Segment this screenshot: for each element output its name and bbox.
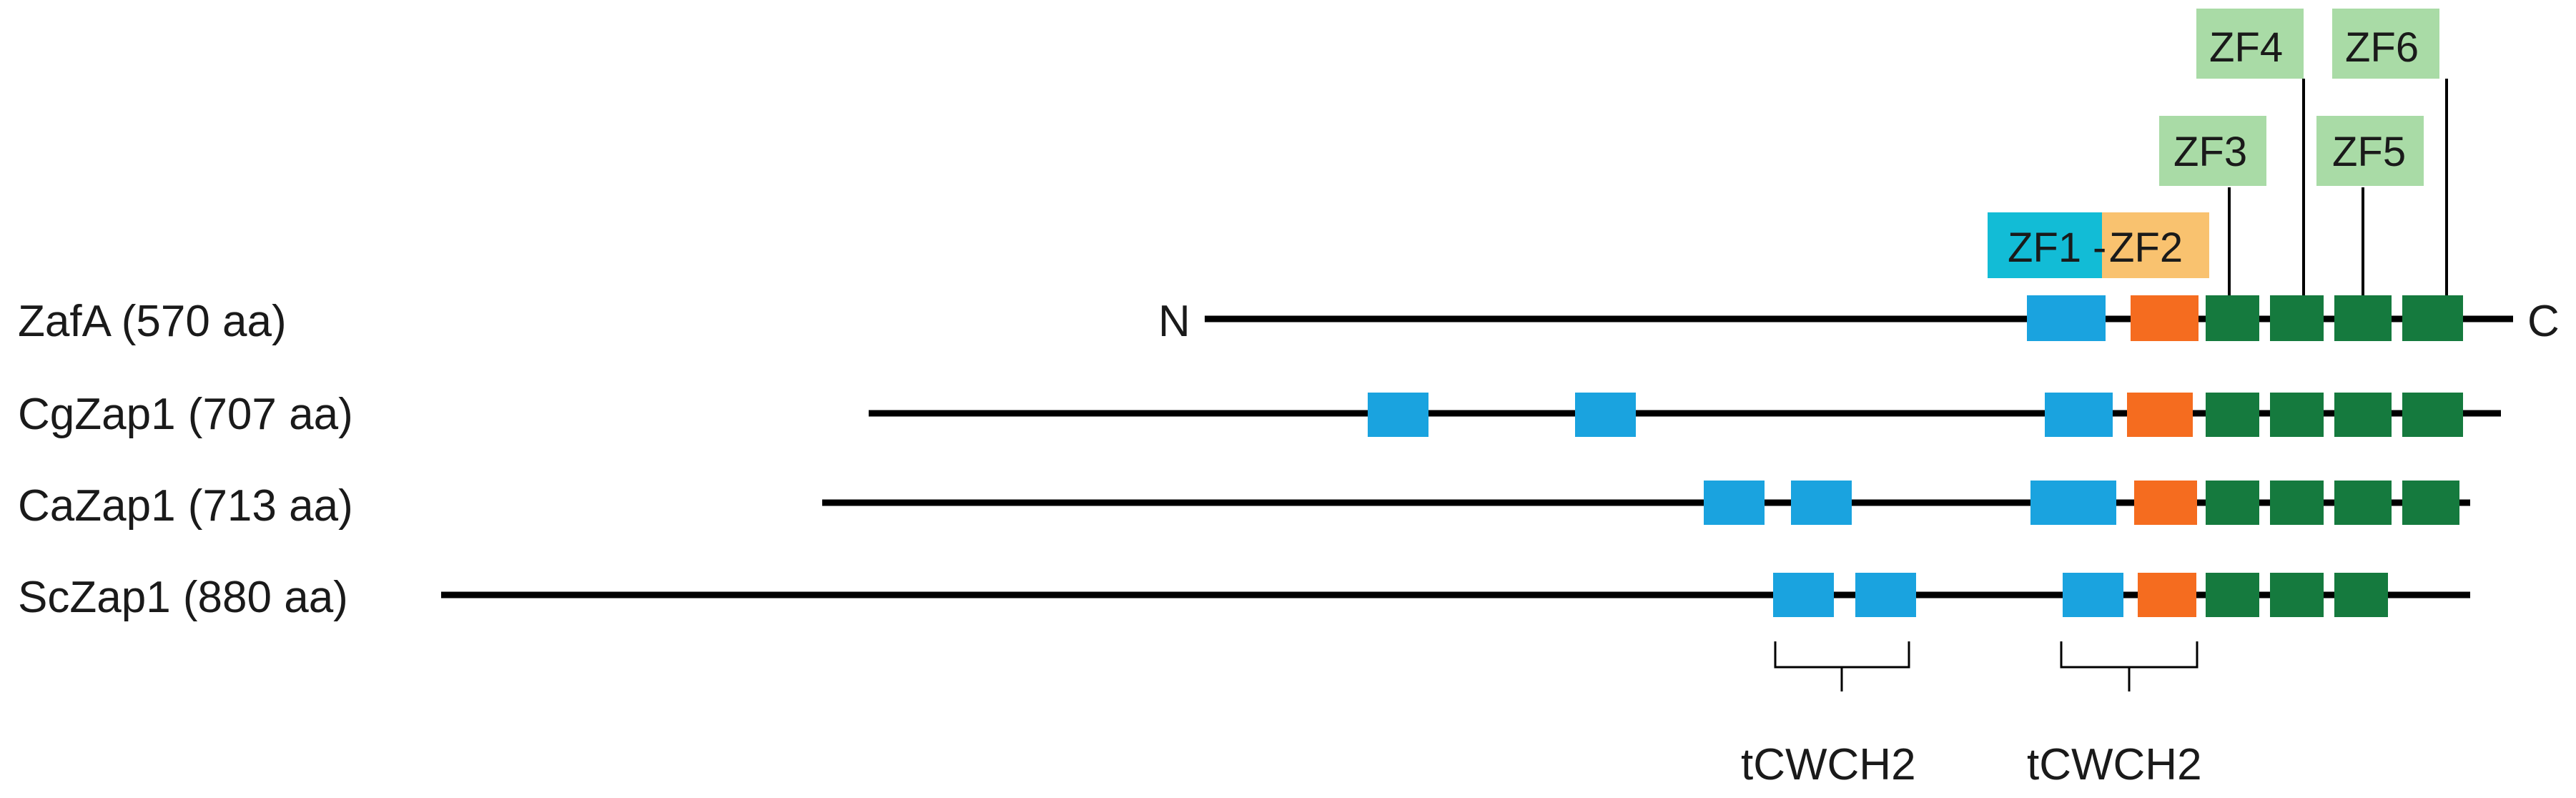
tcwch2-domain (1575, 393, 1636, 437)
tcwch2-domain (2027, 295, 2106, 341)
zf6-label-bg (2332, 9, 2439, 79)
zf6-label: ZF6 (2345, 24, 2419, 71)
sczap1-domains (1773, 573, 2388, 617)
c2h2-domain (2402, 393, 2463, 437)
cazap1-domains (1704, 481, 2459, 525)
zf2-domain (2134, 481, 2197, 525)
zafa-domains (2027, 295, 2463, 341)
c2h2-domain (2402, 481, 2459, 525)
zf1-label-bg (1988, 212, 2102, 278)
tcwch2-domain (1368, 393, 1428, 437)
c2h2-domain (2206, 295, 2259, 341)
c2h2-domain (2402, 295, 2463, 341)
zf4-label: ZF4 (2209, 24, 2283, 71)
protein-label-cazap1: CaZap1 (713 aa) (18, 481, 353, 531)
cgzap1-domains (1368, 393, 2463, 437)
c2h2-domain (2206, 481, 2259, 525)
tcwch2-domain (2063, 573, 2123, 617)
zinc-finger-callouts: ZF1 - ZF2 ZF3 ZF4 ZF5 ZF6 (1988, 9, 2448, 295)
tcwch2-domain (1704, 481, 1765, 525)
protein-label-zafa: ZafA (570 aa) (18, 297, 287, 346)
c2h2-domain (2270, 295, 2324, 341)
tcwch2-domain (1773, 573, 1834, 617)
zf5-label: ZF5 (2332, 129, 2406, 175)
c2h2-domain (2270, 393, 2324, 437)
zf2-domain (2138, 573, 2196, 617)
n-terminus-label: N (1158, 297, 1190, 346)
tcwch2-domain (1855, 573, 1916, 617)
tcwch2-brackets: tCWCH2 tCWCH2 (1741, 641, 2202, 789)
zf2-label-bg (2102, 212, 2209, 278)
tcwch2-domain (2045, 393, 2113, 437)
c2h2-domain (2334, 393, 2392, 437)
protein-labels: ZafA (570 aa) CgZap1 (707 aa) CaZap1 (71… (18, 297, 353, 622)
protein-label-sczap1: ScZap1 (880 aa) (18, 573, 348, 622)
c2h2-domain (2334, 481, 2392, 525)
zf2-domain (2127, 393, 2193, 437)
c2h2-domain (2270, 573, 2324, 617)
tcwch2-domain (2030, 481, 2116, 525)
protein-label-cgzap1: CgZap1 (707 aa) (18, 390, 353, 439)
tcwch2-bracket-right (2060, 641, 2199, 691)
zf-dash-label: - (2093, 225, 2106, 271)
zf5-label-bg (2316, 116, 2424, 186)
tcwch2-domain (1791, 481, 1852, 525)
zf2-domain (2131, 295, 2199, 341)
c2h2-domain (2206, 393, 2259, 437)
c2h2-domain (2270, 481, 2324, 525)
zf2-label: ZF2 (2109, 225, 2183, 271)
zf1-label: ZF1 (2008, 225, 2081, 271)
c-terminus-label: C (2527, 297, 2560, 346)
c2h2-domain (2334, 573, 2388, 617)
tcwch2-label-right: tCWCH2 (2027, 740, 2202, 789)
c2h2-domain (2206, 573, 2259, 617)
protein-backbones (441, 315, 2513, 598)
c2h2-domain (2334, 295, 2392, 341)
tcwch2-bracket-left (1774, 641, 1910, 691)
tcwch2-label-left: tCWCH2 (1741, 740, 1916, 789)
zf4-label-bg (2196, 9, 2304, 79)
zf3-label-bg (2159, 116, 2266, 186)
zf3-label: ZF3 (2173, 129, 2247, 175)
